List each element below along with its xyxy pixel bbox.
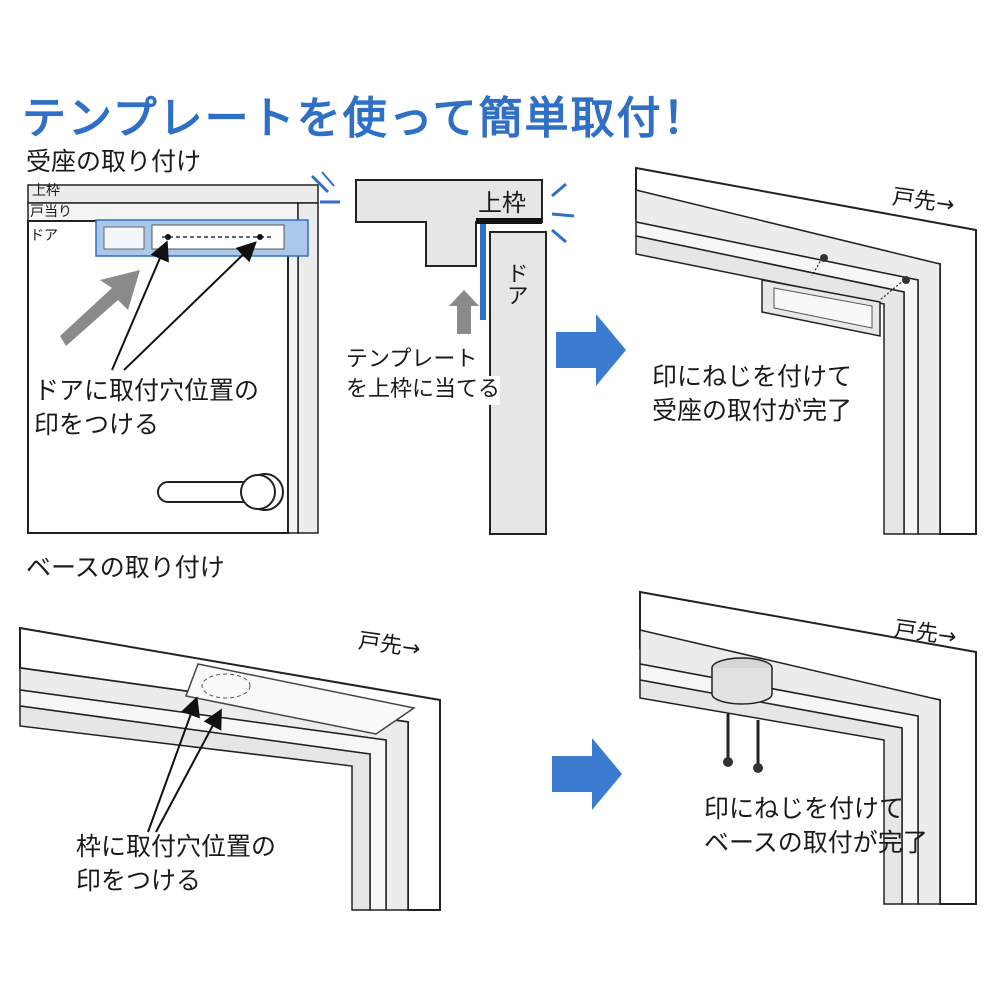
label-top-frame: 上枠 xyxy=(32,183,60,199)
template-instruction-line2: を上枠に当てる xyxy=(346,376,501,405)
panel-base-done xyxy=(639,590,977,905)
receiver-mark-instruction-line1: ドアに取付穴位置の xyxy=(34,376,260,405)
base-result-line2: ベースの取付が完了 xyxy=(704,828,928,857)
page-title: テンプレートを使って簡単取付！ xyxy=(22,93,709,144)
label-door: ドア xyxy=(30,228,58,244)
panel-receiver-done xyxy=(635,166,977,535)
receiver-result-line1: 印にねじを付けて xyxy=(652,362,853,391)
base-mark-instruction-line1: 枠に取付穴位置の xyxy=(76,832,277,861)
receiver-section-title: 受座の取り付け xyxy=(26,147,202,176)
template-instruction-line1: テンプレート xyxy=(346,346,478,375)
base-section-title: ベースの取り付け xyxy=(26,553,225,582)
receiver-result-line2: 受座の取付が完了 xyxy=(652,396,853,425)
detail-door-label: ドア xyxy=(502,262,528,306)
step-arrow-1 xyxy=(556,314,626,386)
step-arrow-2 xyxy=(552,738,622,810)
base-mark-instruction-line2: 印をつける xyxy=(76,866,202,895)
label-door-stop: 戸当り xyxy=(30,204,72,220)
panel-base-template xyxy=(19,626,441,911)
detail-top-frame-label: 上枠 xyxy=(478,189,526,217)
panel-receiver-template xyxy=(27,171,340,534)
base-result-line1: 印にねじを付けて xyxy=(704,794,905,823)
receiver-mark-instruction-line2: 印をつける xyxy=(34,410,160,439)
